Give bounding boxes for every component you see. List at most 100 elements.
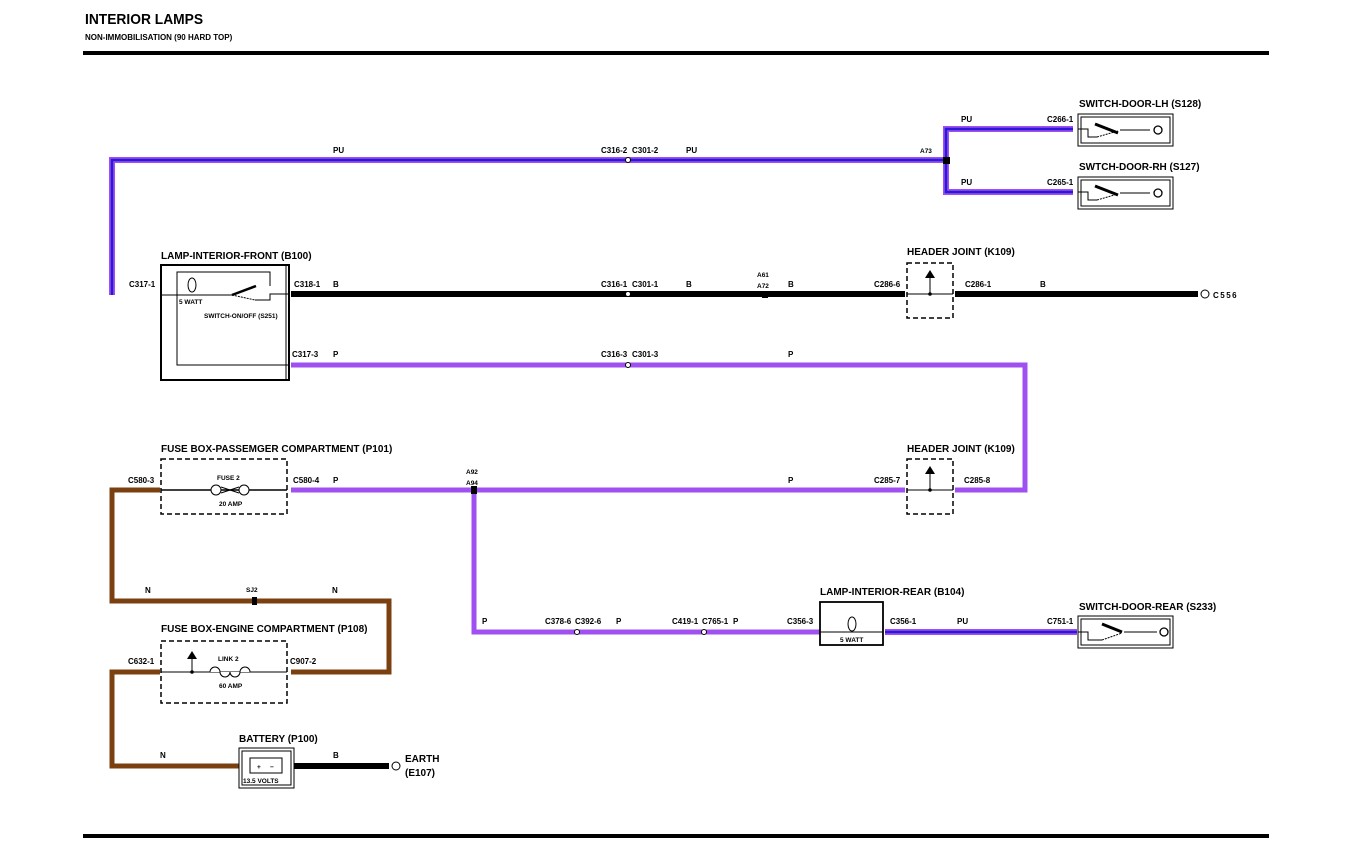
wire-label-p: P <box>616 617 622 626</box>
lamp-interior-front-box <box>160 264 290 381</box>
wire-label-p: P <box>333 476 339 485</box>
label-rear-lamp-watt: 5 WATT <box>840 637 863 644</box>
connector-marker-c419-1 <box>701 629 707 635</box>
ground-icon <box>1159 627 1169 637</box>
label-front-lamp-watt: 5 WATT <box>179 299 202 306</box>
label-fuse-box-engine: FUSE BOX-ENGINE COMPARTMENT (P108) <box>161 624 368 635</box>
connector-c286-6: C286-6 <box>874 280 901 289</box>
label-lamp-interior-front: LAMP-INTERIOR-FRONT (B100) <box>161 251 312 262</box>
connector-c316-3: C316-3 <box>601 350 628 359</box>
connector-c765-1: C765-1 <box>702 617 729 626</box>
connector-marker-c316-1 <box>625 291 631 297</box>
label-link-rating: 60 AMP <box>219 683 243 690</box>
label-switch-door-rear: SWITCH-DOOR-REAR (S233) <box>1079 602 1216 613</box>
connector-c301-1: C301-1 <box>632 280 659 289</box>
connector-c580-3: C580-3 <box>128 476 155 485</box>
wire-label-pu: PU <box>961 115 972 124</box>
label-battery-plus: + <box>257 764 261 771</box>
battery-box <box>238 747 295 789</box>
splice-a61-a72 <box>762 291 768 298</box>
wire-label-n: N <box>145 586 151 595</box>
diagram-subtitle: NON-IMMOBILISATION (90 HARD TOP) <box>85 33 233 42</box>
splice-label-a73: A73 <box>920 148 932 155</box>
wire-label-b: B <box>333 280 339 289</box>
connector-c285-7: C285-7 <box>874 476 901 485</box>
splice-label-a61: A61 <box>757 272 769 279</box>
wire-label-p: P <box>788 476 794 485</box>
switch-door-rh-box <box>1077 176 1174 210</box>
wire-label-p: P <box>788 350 794 359</box>
connector-c356-1: C356-1 <box>890 617 917 626</box>
switch-contact-icon <box>1101 622 1123 634</box>
wire-label-p: P <box>333 350 339 359</box>
switch-contact-icon <box>1094 184 1119 197</box>
wire-n-engine-fuse-to-battery <box>109 669 255 769</box>
fusible-link-icon <box>209 666 251 678</box>
wire-p-front-lamp-to-header2 <box>291 362 1028 493</box>
fuse-box-passenger-box <box>160 458 288 515</box>
splice-label-a92: A92 <box>466 469 478 476</box>
switch-contact-icon <box>231 284 257 297</box>
wire-label-n: N <box>160 751 166 760</box>
wire-n-fuse-to-engine-fuse <box>109 487 392 675</box>
switch-door-rear-box <box>1077 615 1174 649</box>
label-fuse-rating: 20 AMP <box>219 501 243 508</box>
connector-c378-6: C378-6 <box>545 617 572 626</box>
wire-pu-front-to-a73 <box>109 157 946 295</box>
switch-contact-icon <box>1094 122 1119 135</box>
connector-c317-1: C317-1 <box>129 280 156 289</box>
wire-label-p: P <box>482 617 488 626</box>
splice-a92-a94 <box>471 486 477 494</box>
top-rule <box>83 51 1269 55</box>
wire-label-pu: PU <box>686 146 697 155</box>
connector-c419-1: C419-1 <box>672 617 699 626</box>
arrow-up-icon <box>187 651 197 659</box>
connector-marker-c316-3 <box>625 362 631 368</box>
wire-label-b: B <box>686 280 692 289</box>
wire-label-pu: PU <box>333 146 344 155</box>
wire-label-b: B <box>788 280 794 289</box>
connector-c301-2: C301-2 <box>632 146 659 155</box>
connector-c318-1: C318-1 <box>294 280 321 289</box>
label-link-2: LINK 2 <box>218 656 239 663</box>
label-header-joint-1: HEADER JOINT (K109) <box>907 247 1015 258</box>
label-fuse-2: FUSE 2 <box>217 475 240 482</box>
connector-marker-c378-6 <box>574 629 580 635</box>
connector-c317-3: C317-3 <box>292 350 319 359</box>
label-earth: EARTH <box>405 754 439 765</box>
bottom-rule <box>83 834 1269 838</box>
label-battery-minus: − <box>270 764 274 771</box>
connector-c285-8: C285-8 <box>964 476 991 485</box>
connector-c632-1: C632-1 <box>128 657 155 666</box>
wire-label-pu: PU <box>957 617 968 626</box>
wire-label-p: P <box>733 617 739 626</box>
arrow-up-icon <box>925 270 935 278</box>
connector-c316-1: C316-1 <box>601 280 628 289</box>
splice-label-sj2: SJ2 <box>246 587 258 594</box>
connector-c286-1: C286-1 <box>965 280 992 289</box>
arrow-up-icon <box>925 466 935 474</box>
connector-c316-2: C316-2 <box>601 146 628 155</box>
wire-label-n: N <box>332 586 338 595</box>
switch-door-lh-box <box>1077 113 1174 147</box>
label-lamp-interior-rear: LAMP-INTERIOR-REAR (B104) <box>820 587 964 598</box>
wire-pu-a73-to-lh-switch <box>943 126 1073 160</box>
connector-c580-4: C580-4 <box>293 476 320 485</box>
wire-p-a94-to-rear-lamp <box>471 490 820 635</box>
ground-icon <box>1153 188 1163 198</box>
header-joint-1-box <box>906 262 954 319</box>
ground-icon <box>1153 125 1163 135</box>
bulb-icon <box>187 277 197 293</box>
connector-c356-3: C356-3 <box>787 617 814 626</box>
connector-c751-1: C751-1 <box>1047 617 1074 626</box>
bulb-icon <box>847 616 857 632</box>
label-battery: BATTERY (P100) <box>239 734 318 745</box>
wire-label-b: B <box>1040 280 1046 289</box>
label-fuse-box-passenger: FUSE BOX-PASSEMGER COMPARTMENT (P101) <box>161 444 392 455</box>
connector-c392-6: C392-6 <box>575 617 602 626</box>
lamp-interior-rear-box <box>819 601 884 646</box>
label-header-joint-2: HEADER JOINT (K109) <box>907 444 1015 455</box>
connector-c907-2: C907-2 <box>290 657 317 666</box>
diagram-title: INTERIOR LAMPS <box>85 11 204 28</box>
